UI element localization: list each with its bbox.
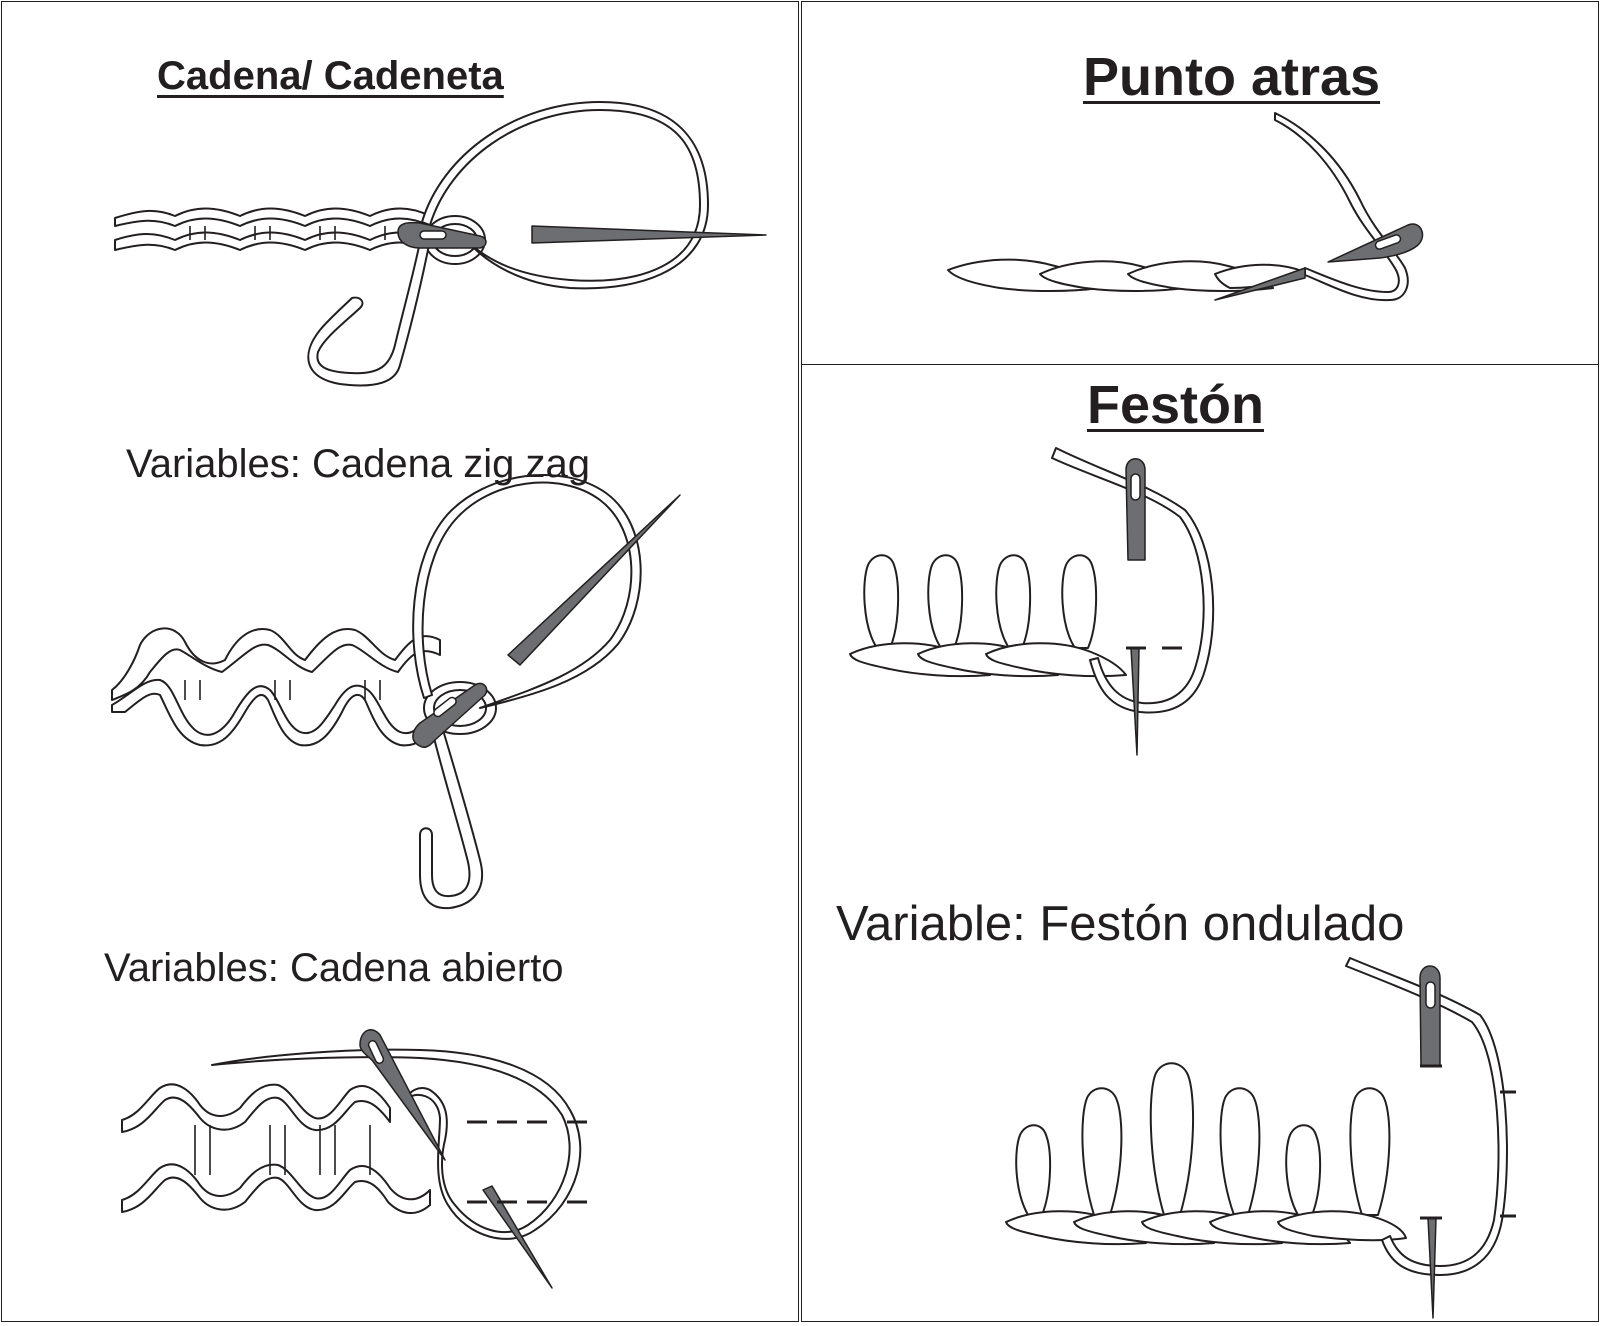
zigzag-tail	[419, 719, 483, 910]
zigzag-stitch-illustration	[111, 474, 681, 910]
title-feston: Festón	[1087, 375, 1265, 435]
ondulado-petals	[1015, 1062, 1391, 1216]
ondulado-dashes	[1420, 1064, 1516, 1220]
needle-icon	[1214, 267, 1306, 301]
ondulado-stitch-illustration	[1005, 957, 1516, 1319]
punto-atras-stitch-illustration	[947, 112, 1424, 302]
panel-feston	[801, 364, 1599, 1322]
punto-atras-stitches	[947, 258, 1306, 292]
feston-petals	[863, 554, 1098, 649]
needle-icon	[1125, 458, 1146, 561]
needle-icon	[482, 1185, 553, 1289]
needle-icon	[531, 225, 767, 244]
abierto-stitch-illustration	[121, 1029, 587, 1289]
needle-icon	[412, 682, 488, 749]
subtitle-cadena-abierto: Variables: Cadena abierto	[104, 946, 564, 990]
zigzag-loop	[412, 474, 642, 709]
panel-punto-atras	[801, 1, 1599, 366]
subtitle-feston-ondulado: Variable: Festón ondulado	[836, 897, 1405, 951]
needle-icon	[507, 494, 681, 666]
ondulado-thread	[1345, 957, 1508, 1276]
needle-icon	[1327, 223, 1424, 263]
ondulado-base	[1005, 1210, 1407, 1246]
title-cadena: Cadena/ Cadeneta	[157, 54, 504, 98]
needle-icon	[359, 1029, 446, 1161]
feston-base	[849, 642, 1127, 678]
subtitle-cadena-zigzag: Variables: Cadena zig zag	[126, 442, 590, 486]
abierto-dashes	[467, 1120, 587, 1204]
title-punto-atras: Punto atras	[1083, 47, 1381, 107]
cadena-tail	[307, 239, 431, 387]
feston-stitch-illustration	[849, 447, 1215, 756]
feston-thread	[1051, 447, 1215, 714]
needle-icon	[397, 221, 487, 249]
abierto-chain	[121, 1083, 431, 1214]
needle-icon	[1419, 965, 1441, 1067]
cadena-stitch-illustration	[114, 101, 767, 387]
